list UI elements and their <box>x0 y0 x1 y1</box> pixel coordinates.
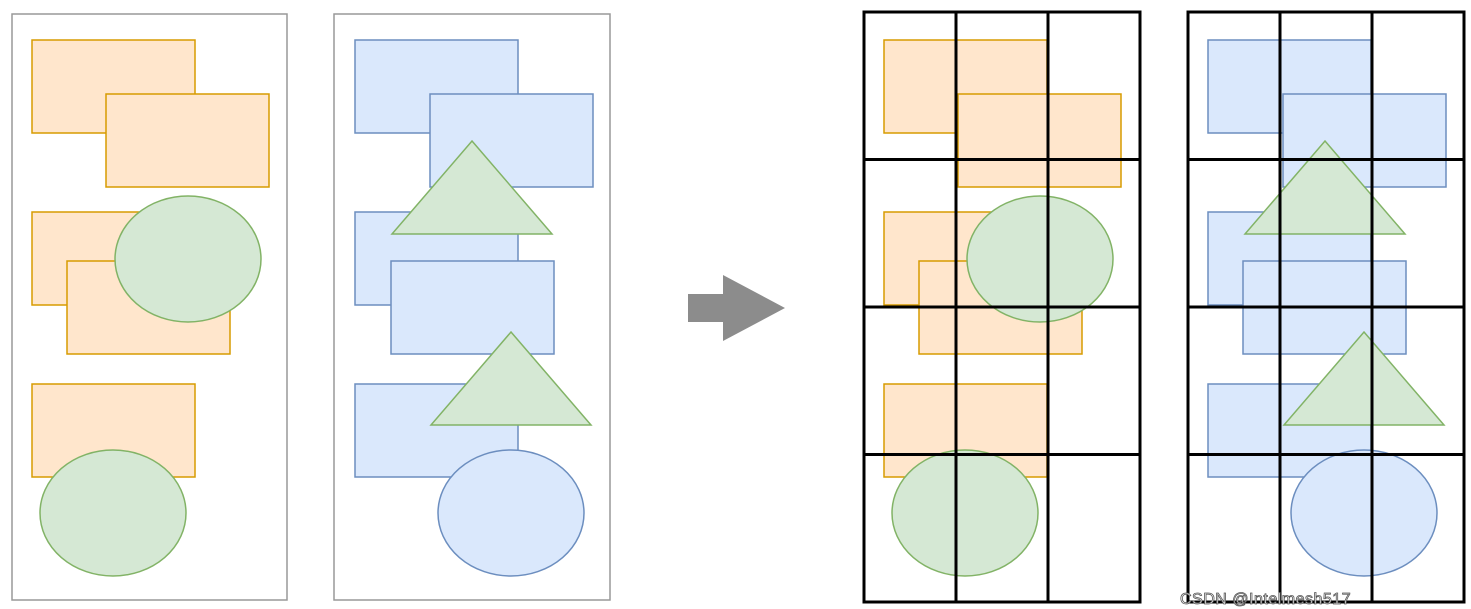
blue-shapes <box>354 39 594 577</box>
panel-frame <box>333 13 611 601</box>
orange-rectangle <box>957 93 1122 188</box>
watermark-text: CSDN @Intelmesh517 <box>1180 591 1352 609</box>
green-shapes <box>39 195 262 577</box>
green-shapes <box>1243 139 1446 426</box>
panel-blue-original <box>333 13 611 601</box>
blue-ellipse <box>437 449 585 577</box>
green-shapes <box>390 139 593 426</box>
green-ellipse <box>39 449 187 577</box>
green-shapes <box>891 195 1114 577</box>
panel-orange-gridded <box>862 10 1142 604</box>
green-triangle <box>390 139 554 235</box>
green-triangle <box>1282 330 1446 426</box>
panel-blue-gridded <box>1186 10 1466 604</box>
grid-overlay <box>1186 10 1466 604</box>
grid-overlay <box>862 10 1142 604</box>
green-triangle <box>1243 139 1407 235</box>
right-arrow-icon <box>688 275 785 341</box>
green-triangle <box>429 330 593 426</box>
panel-frame <box>11 13 288 601</box>
green-ellipse <box>114 195 262 323</box>
panel-orange-original <box>11 13 288 601</box>
orange-rectangle <box>105 93 270 188</box>
blue-ellipse <box>1290 449 1438 577</box>
blue-rectangle <box>390 260 555 355</box>
green-ellipse <box>891 449 1039 577</box>
green-ellipse <box>966 195 1114 323</box>
